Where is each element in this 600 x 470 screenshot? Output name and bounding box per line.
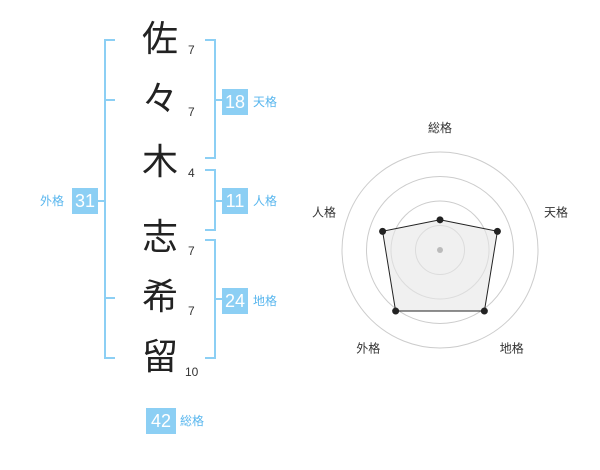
- radar-axis-label-1: 総格: [428, 120, 452, 135]
- name-char-5: 希: [141, 277, 178, 318]
- radar-ring-3: [366, 176, 514, 324]
- radar-series-polygon: [382, 219, 498, 312]
- stroke-count-4: 7: [188, 244, 195, 258]
- stroke-count-5: 7: [188, 304, 195, 318]
- chikaku-label: 地格: [253, 294, 278, 308]
- radar-ring-4: [341, 151, 539, 349]
- stroke-count-2: 7: [188, 105, 195, 119]
- radar-center-dot: [437, 247, 443, 253]
- gaikaku-label: 外格: [40, 194, 65, 208]
- stroke-count-3: 4: [188, 166, 195, 180]
- chikaku-badge: 24: [222, 288, 248, 314]
- radar-axis-label-4: 外格: [356, 341, 380, 356]
- stroke-count-6: 10: [185, 365, 199, 379]
- radar-point-2: [493, 227, 501, 235]
- radar-point-5: [379, 227, 387, 235]
- gaikaku-badge: 31: [72, 188, 98, 214]
- soukaku-label: 総格: [180, 414, 205, 428]
- radar-axis-label-3: 地格: [500, 341, 524, 356]
- name-char-6: 留: [141, 337, 178, 378]
- tenkaku-label: 天格: [253, 95, 278, 109]
- radar-axis-label-2: 天格: [544, 204, 568, 219]
- radar-point-4: [392, 307, 400, 315]
- jinkaku-label: 人格: [253, 194, 278, 208]
- name-char-2: 々: [141, 79, 178, 120]
- name-char-1: 佐: [141, 19, 178, 60]
- radar-point-3: [480, 307, 488, 315]
- soukaku-badge: 42: [146, 408, 176, 434]
- radar-axis-label-5: 人格: [312, 204, 336, 219]
- radar-point-1: [436, 216, 444, 224]
- jinkaku-badge: 11: [222, 188, 248, 214]
- stroke-count-1: 7: [188, 43, 195, 57]
- tenkaku-badge: 18: [222, 89, 248, 115]
- name-char-4: 志: [141, 217, 178, 258]
- bracket-lines: [98, 39, 222, 359]
- name-char-3: 木: [141, 142, 178, 183]
